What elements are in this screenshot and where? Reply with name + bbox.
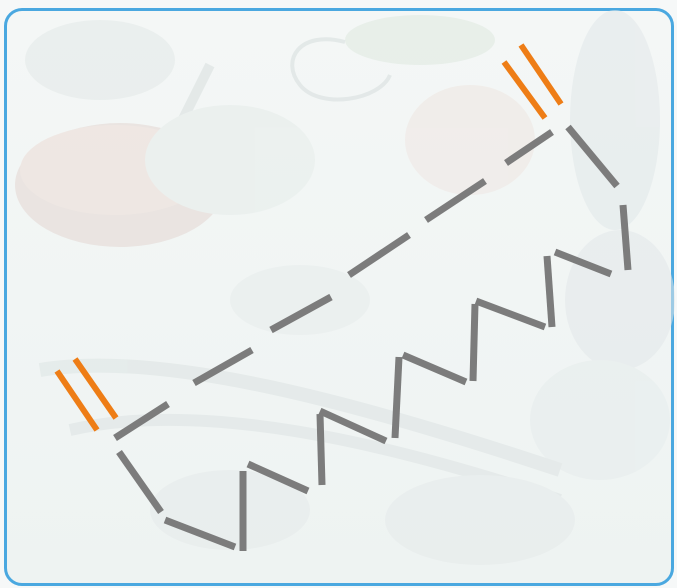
faded-background-layer xyxy=(15,10,675,565)
right-end-stick xyxy=(553,248,613,278)
dashed-line-stick xyxy=(192,346,254,387)
upper-zigzag-stick xyxy=(469,303,479,382)
double-mark-left xyxy=(54,369,100,432)
right-end-stick xyxy=(619,204,632,271)
upper-zigzag-stick xyxy=(474,297,547,331)
upper-zigzag-stick xyxy=(246,460,310,495)
double-mark-right xyxy=(518,43,564,106)
stick-puzzle xyxy=(54,43,632,551)
upper-zigzag-stick xyxy=(543,255,556,328)
upper-zigzag-stick xyxy=(318,407,388,445)
lower-zigzag-stick xyxy=(163,516,237,551)
upper-zigzag-stick xyxy=(391,356,403,439)
dashed-line-stick xyxy=(113,401,170,441)
toy-figure-icon xyxy=(530,10,675,480)
spinning-top-icon xyxy=(15,20,315,247)
computer-mouse-icon xyxy=(290,15,535,195)
dashed-line-stick xyxy=(504,129,554,166)
double-mark-right xyxy=(501,60,548,120)
dashed-line-stick xyxy=(424,178,487,223)
dashed-line-stick xyxy=(269,293,333,334)
lower-zigzag-stick xyxy=(116,449,164,515)
right-end-stick xyxy=(565,124,620,189)
upper-zigzag-stick xyxy=(401,351,468,386)
dashed-line-stick xyxy=(347,232,411,278)
upper-zigzag-stick xyxy=(316,413,326,486)
double-mark-left xyxy=(72,357,119,420)
